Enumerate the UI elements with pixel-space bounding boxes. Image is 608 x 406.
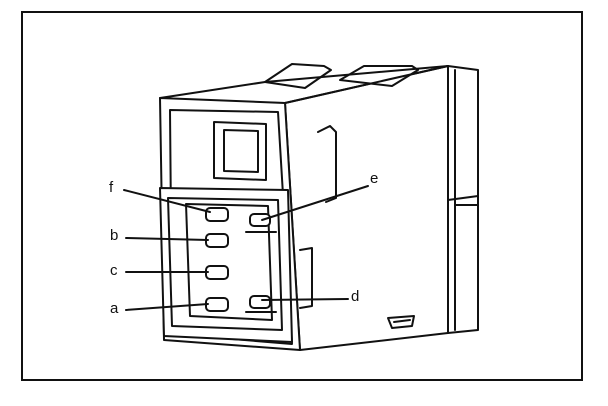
leader-e [261, 185, 369, 221]
connector-window [213, 121, 267, 181]
connector-top-edge [159, 65, 449, 99]
connector-top-latch-left [264, 63, 332, 89]
label-a: a [110, 300, 119, 317]
leader-f [123, 189, 211, 213]
label-d: d [351, 288, 360, 305]
label-c: c [110, 262, 118, 279]
pin-e [249, 213, 271, 227]
pin-c [205, 265, 229, 280]
pin-b [205, 233, 229, 248]
pin-a [205, 297, 229, 312]
pin-f [205, 207, 229, 222]
label-f: f [109, 179, 114, 196]
leader-a [125, 303, 209, 311]
label-b: b [110, 227, 119, 244]
leader-b [125, 237, 209, 241]
label-e: e [370, 170, 379, 187]
pin-d [249, 295, 271, 309]
connector-right-side [284, 65, 479, 351]
leader-d [261, 298, 349, 301]
